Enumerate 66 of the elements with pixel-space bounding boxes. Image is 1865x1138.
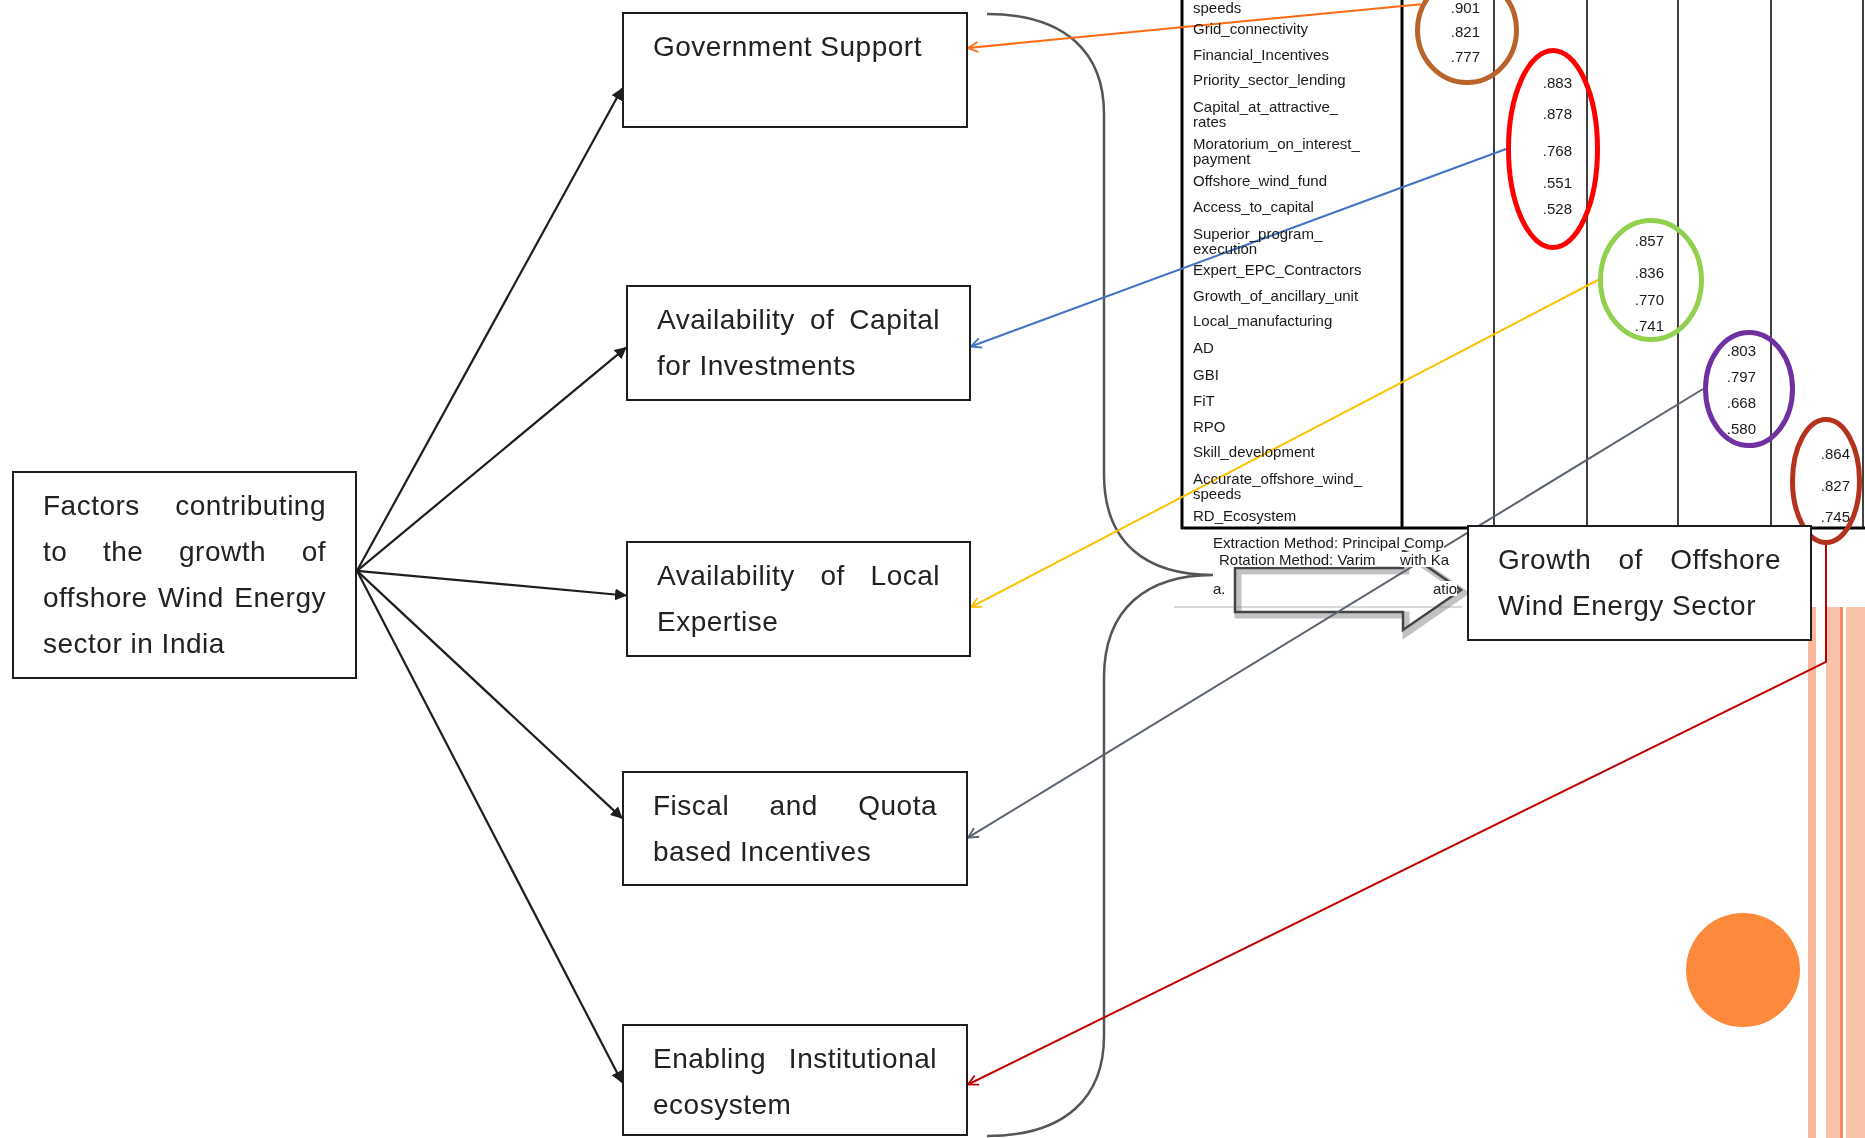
variable-name: speeds <box>1193 0 1243 15</box>
table-note: Rotation Method: Varim <box>1219 552 1376 567</box>
box-text: Factors contributing to the growth of offshore Wind Energy sector in India <box>43 489 326 661</box>
loading-value: .551 <box>1541 175 1572 190</box>
loading-value: .857 <box>1633 233 1664 248</box>
highlight-ellipse <box>1703 330 1795 448</box>
variable-name: AD <box>1193 340 1215 355</box>
variable-name: Offshore_wind_fund <box>1193 173 1328 188</box>
variable-name: Priority_sector_lending <box>1193 72 1347 87</box>
variable-name: Grid_connectivity <box>1193 21 1310 36</box>
loading-value: .668 <box>1725 395 1756 410</box>
table-note: with Ka <box>1400 552 1450 567</box>
variable-name: Capital_at_attractive_ rates <box>1193 99 1340 129</box>
text-box <box>622 12 968 128</box>
box-text: Availability of Capital for Investments <box>657 303 940 383</box>
loading-value: .777 <box>1449 49 1480 64</box>
arrow <box>356 87 623 572</box>
variable-name: RPO <box>1193 419 1227 434</box>
variable-name: GBI <box>1193 367 1220 382</box>
arrow <box>970 279 1599 609</box>
arrow <box>356 570 623 819</box>
text-box <box>622 1024 968 1136</box>
box-text: Government Support <box>653 30 923 64</box>
arrow <box>970 148 1507 349</box>
loading-value: .821 <box>1449 24 1480 39</box>
variable-name: Growth_of_ancillary_unit <box>1193 288 1360 303</box>
loading-value: .803 <box>1725 343 1756 358</box>
variable-name: Expert_EPC_Contractors <box>1193 262 1363 277</box>
text-box <box>622 771 968 886</box>
text-box <box>12 471 357 679</box>
variable-name: Access_to_capital <box>1193 199 1315 214</box>
arrow <box>967 3 1423 53</box>
highlight-ellipse <box>1598 218 1704 342</box>
loading-value: .745 <box>1819 509 1850 524</box>
text-box <box>626 285 971 401</box>
box-text: Growth of Offshore Wind Energy Sector <box>1498 543 1781 623</box>
table-note: Extraction Method: Principal Comp <box>1213 535 1444 550</box>
highlight-ellipse <box>1506 48 1600 250</box>
loading-value: .768 <box>1541 143 1572 158</box>
loading-value: .878 <box>1541 106 1572 121</box>
variable-name: FiT <box>1193 393 1216 408</box>
arrow <box>967 544 1827 1086</box>
text-box <box>626 541 971 657</box>
variable-name: RD_Ecosystem <box>1193 508 1298 523</box>
text-box <box>1467 525 1812 641</box>
loading-value: .883 <box>1541 75 1572 90</box>
loading-value: .580 <box>1725 421 1756 436</box>
variable-name: Moratorium_on_interest_ payment <box>1193 136 1361 166</box>
loading-value: .528 <box>1541 201 1572 216</box>
box-text: Enabling Institutional ecosystem <box>653 1042 937 1122</box>
loading-value: .864 <box>1819 446 1850 461</box>
highlight-ellipse <box>1790 417 1862 545</box>
loading-value: .741 <box>1633 318 1664 333</box>
box-text: Fiscal and Quota based Incentives <box>653 789 937 869</box>
variable-name: Local_manufacturing <box>1193 313 1334 328</box>
loading-value: .797 <box>1725 369 1756 384</box>
arrow <box>356 570 623 1084</box>
arrow <box>356 569 627 601</box>
loading-value: .827 <box>1819 478 1850 493</box>
variable-name: Financial_Incentives <box>1193 47 1330 62</box>
loading-value: .901 <box>1449 0 1480 15</box>
arrow <box>356 346 627 572</box>
loading-value: .836 <box>1633 265 1664 280</box>
box-text: Availability of Local Expertise <box>657 559 940 639</box>
loading-value: .770 <box>1633 292 1664 307</box>
arrow <box>967 388 1704 839</box>
